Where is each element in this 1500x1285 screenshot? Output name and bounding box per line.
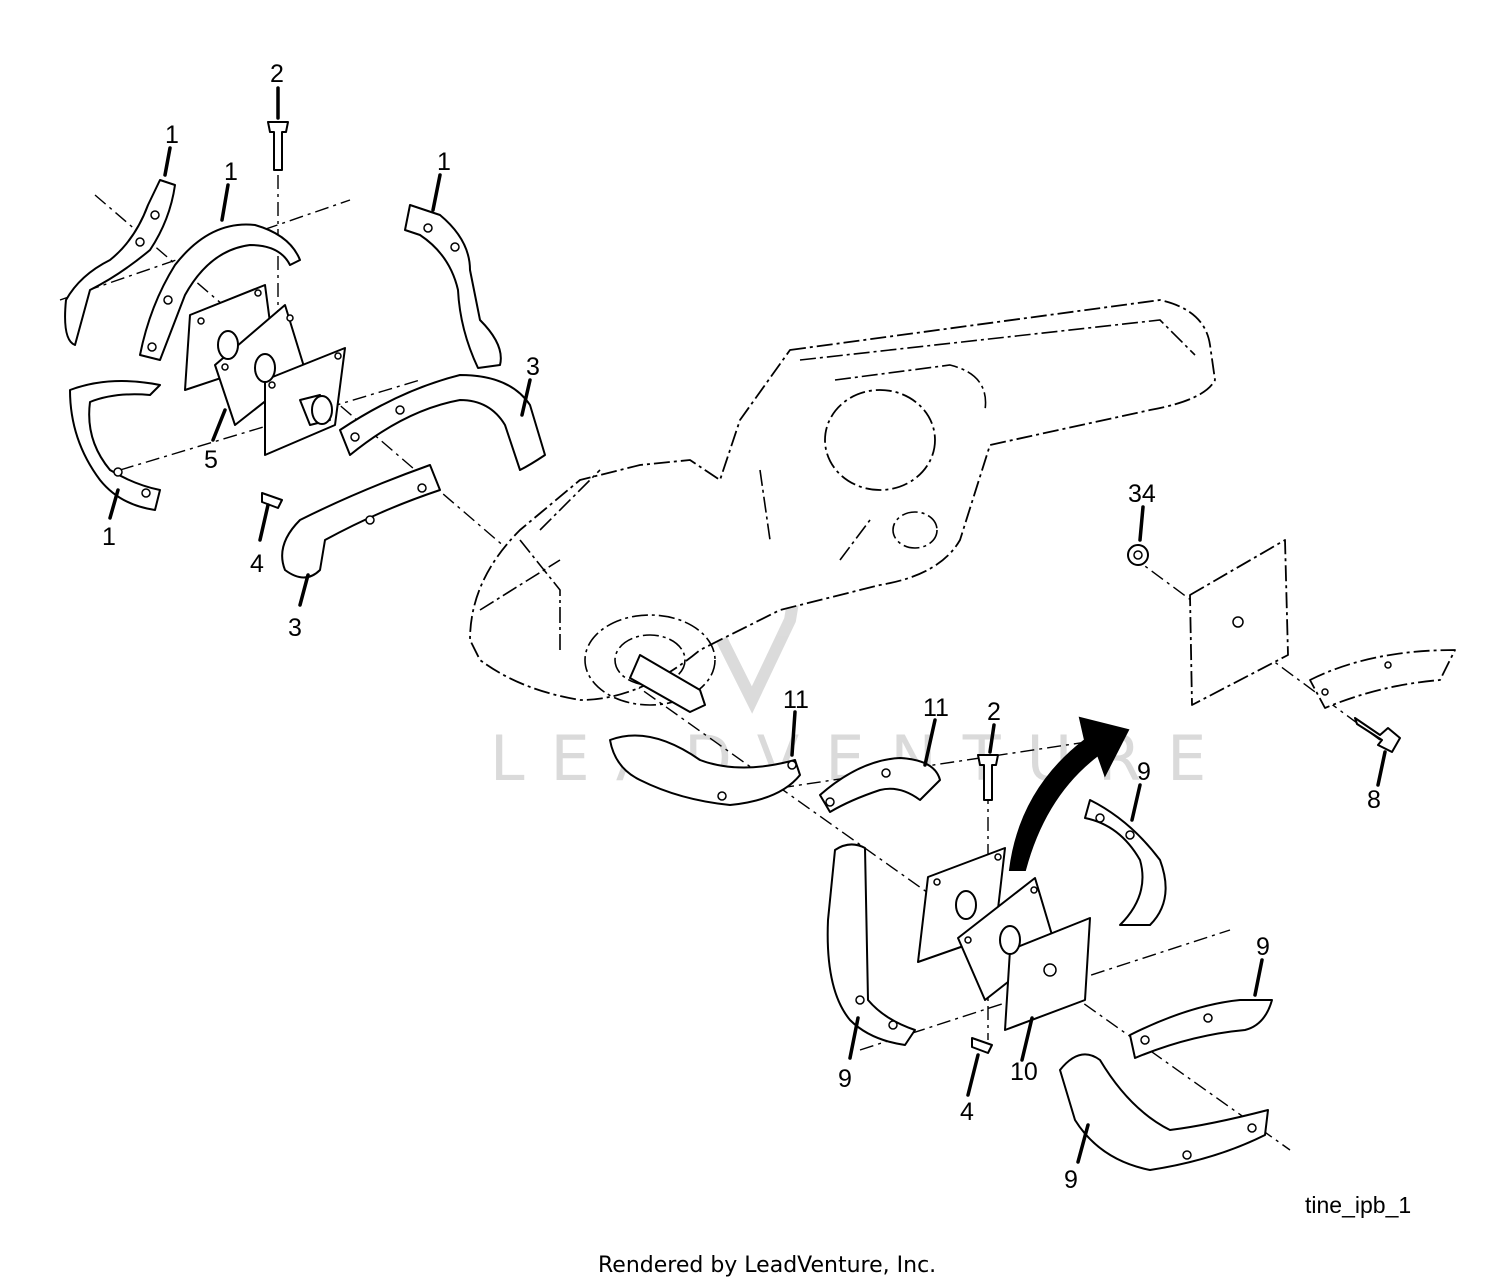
callout-leaders xyxy=(108,86,1387,1164)
outer-tine-phantom xyxy=(1127,539,1456,753)
callout-34: 34 xyxy=(1128,480,1156,508)
callout-9: 9 xyxy=(1137,758,1151,786)
rotation-direction-arrow xyxy=(1008,716,1130,871)
tine-blade-11a xyxy=(609,734,801,806)
clevis-pin-2b xyxy=(977,754,999,801)
tine-hub-d xyxy=(955,890,977,920)
callout-10: 10 xyxy=(1010,1058,1038,1086)
tine-blade-9a xyxy=(826,843,916,1046)
tine-blade-9c xyxy=(1129,999,1273,1059)
callout-11: 11 xyxy=(923,694,949,722)
tine-blade-1d xyxy=(69,380,161,511)
callout-9: 9 xyxy=(838,1065,852,1093)
hairpin-clip-4a xyxy=(261,492,283,509)
tine-hub-e xyxy=(999,925,1021,955)
bolt-8 xyxy=(1354,717,1401,753)
tine-blade-1a xyxy=(64,179,176,346)
callout-2: 2 xyxy=(270,60,284,88)
hairpin-clip-4b xyxy=(971,1037,993,1054)
callout-3: 3 xyxy=(288,614,302,642)
tine-blade-3a xyxy=(339,374,546,471)
callout-1: 1 xyxy=(102,523,116,551)
callout-5: 5 xyxy=(204,446,218,474)
tine-blade-3b xyxy=(281,464,441,579)
callout-11: 11 xyxy=(783,686,809,714)
tine-hub-a xyxy=(217,330,239,360)
tine-hub-b xyxy=(254,353,276,383)
footer-credit: Rendered by LeadVenture, Inc. xyxy=(598,1253,936,1278)
callout-4: 4 xyxy=(250,550,264,578)
callout-4: 4 xyxy=(960,1098,974,1126)
callout-labels: 2 1 1 1 3 5 1 4 3 34 8 11 11 2 9 9 9 4 1… xyxy=(102,60,1381,1194)
clevis-pin-2a xyxy=(267,121,289,171)
figure-id: tine_ipb_1 xyxy=(1305,1192,1411,1218)
tine-blade-9b xyxy=(1084,799,1167,926)
callout-9: 9 xyxy=(1256,933,1270,961)
left-tine-assembly xyxy=(64,121,546,579)
tine-blade-9d xyxy=(1059,1053,1269,1171)
tine-blade-1c xyxy=(404,204,502,369)
tiller-gearcase-phantom xyxy=(469,299,1216,713)
callout-9: 9 xyxy=(1064,1166,1078,1194)
callout-1: 1 xyxy=(224,158,238,186)
callout-3: 3 xyxy=(526,353,540,381)
tine-blade-11b xyxy=(819,757,941,813)
callout-8: 8 xyxy=(1367,786,1381,814)
callout-1: 1 xyxy=(437,148,451,176)
callout-1: 1 xyxy=(165,121,179,149)
callout-2: 2 xyxy=(987,698,1001,726)
right-tine-assembly xyxy=(609,716,1273,1171)
